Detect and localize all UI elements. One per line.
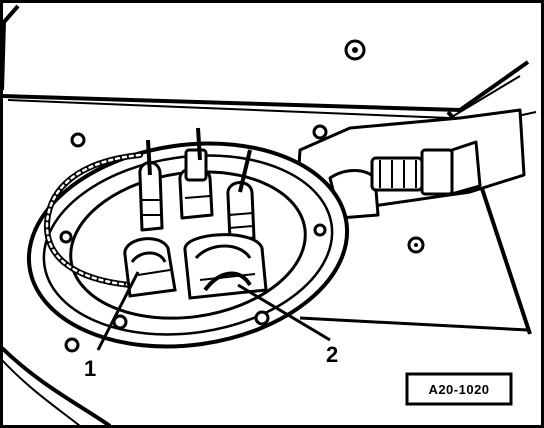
figure-reference-box: A20-1020 xyxy=(405,372,513,406)
callout-2-label: 2 xyxy=(326,342,338,367)
fuel-connector xyxy=(183,233,268,300)
panel-bolt-top xyxy=(344,39,366,61)
flange-connectors xyxy=(138,127,256,242)
electrical-connector xyxy=(123,237,177,298)
callout-leaders xyxy=(96,271,331,351)
figure-reference-code: A20-1020 xyxy=(428,382,489,397)
fuel-line xyxy=(293,108,526,277)
wiring-harness xyxy=(43,152,143,288)
panel-bolt-right xyxy=(407,236,425,254)
callout-1-label: 1 xyxy=(84,356,96,381)
